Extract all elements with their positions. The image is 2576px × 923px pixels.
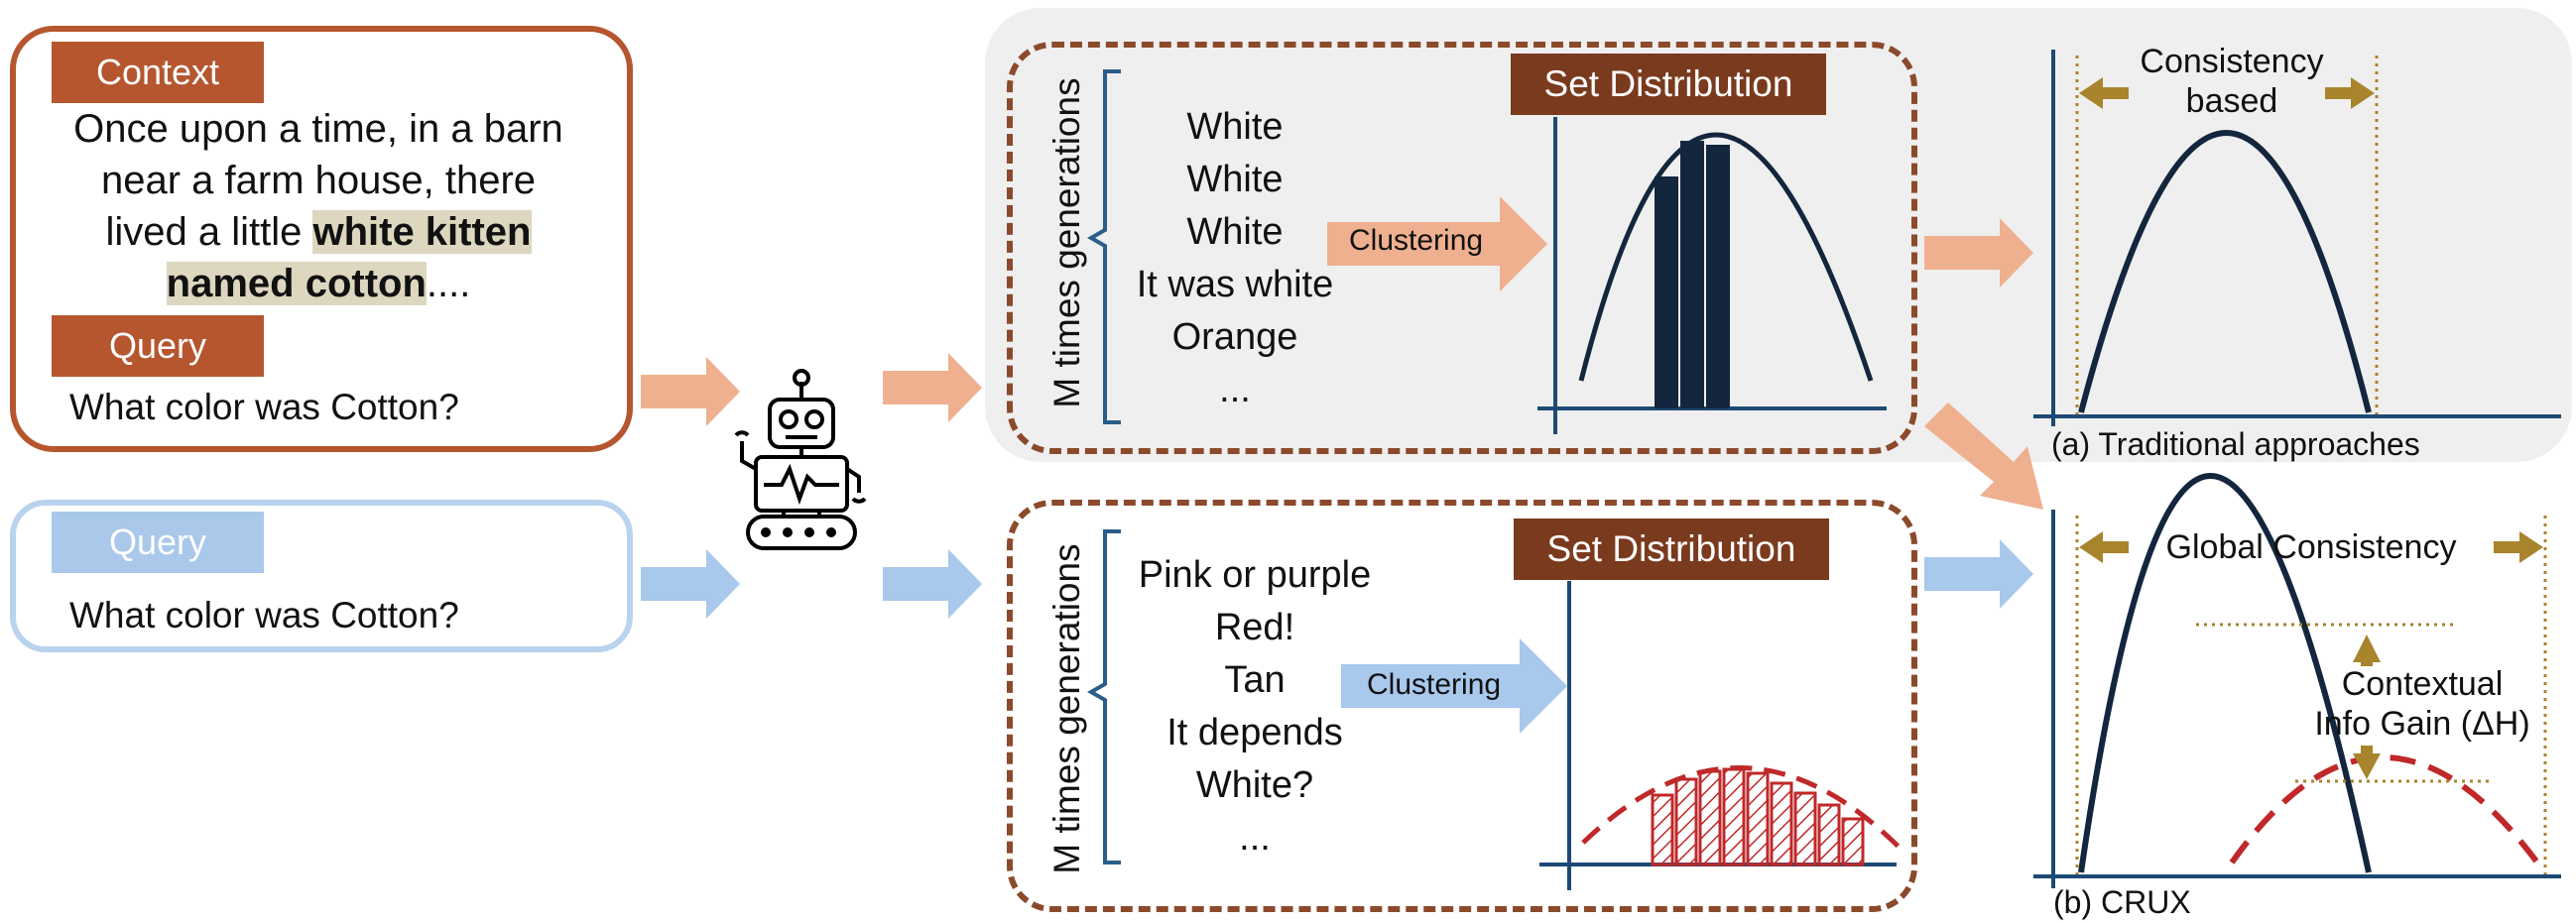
context-tail: ....: [426, 262, 471, 305]
top-to-traditional-arrow: [1924, 218, 2033, 288]
query-tag-alone: Query: [52, 512, 264, 573]
top-dist-bar: [1655, 176, 1678, 408]
bottom-clustering-label: Clustering: [1367, 668, 1502, 701]
bottom-to-crux-arrow: [1924, 539, 2033, 609]
context-line-1: Once upon a time, in a barn: [73, 107, 563, 151]
list-item: It depends: [1166, 712, 1343, 753]
bottom-clustering-arrow: [1341, 638, 1567, 734]
top-set-distribution-label: Set Distribution: [1511, 54, 1826, 115]
query-only-box: [10, 500, 633, 652]
query-text-alone: What color was Cotton?: [69, 595, 459, 635]
trad-curve: [2078, 130, 2372, 413]
info-gain-line-1: Contextual: [2341, 665, 2504, 703]
traditional-caption: (a) Traditional approaches: [2051, 426, 2420, 462]
context-line-3: lived a little white kitten: [28, 206, 609, 258]
list-item: White: [1186, 106, 1284, 148]
crux-context-curve: [2078, 473, 2372, 873]
bottom-dist-curve: [1581, 765, 1902, 851]
list-item: White: [1186, 211, 1284, 253]
top-generation-list: White White White It was white Orange ..…: [1111, 101, 1359, 416]
bottom-generation-list: Pink or purple Red! Tan It depends White…: [1111, 549, 1399, 865]
context-highlight-1: white kitten: [312, 210, 532, 254]
robot-to-top-arrow: [883, 353, 982, 422]
query-arrow: [641, 549, 740, 619]
consistency-label-line-1: Consistency: [2140, 43, 2324, 80]
trad-right-arrow: [2325, 77, 2375, 109]
top-dist-bar: [1706, 145, 1730, 408]
context-line-3-text: lived a little: [105, 210, 313, 254]
list-item: White: [1186, 159, 1284, 200]
bottom-dist-bar: [1770, 781, 1793, 866]
crux-gain-up-arrow: [2353, 635, 2381, 666]
robot-icon: [734, 369, 867, 550]
crux-gain-down-arrow: [2353, 746, 2381, 779]
top-clustering-arrow: [1327, 196, 1547, 291]
bottom-dist-bar: [1793, 791, 1817, 866]
query-text-context: What color was Cotton?: [69, 387, 459, 427]
consistency-label-line-2: based: [2185, 82, 2278, 120]
top-to-crux-arrow: [1924, 403, 2043, 510]
bottom-dist-bar: [1698, 769, 1722, 866]
list-item: Pink or purple: [1138, 554, 1372, 596]
list-item: It was white: [1136, 264, 1334, 305]
robot-to-bottom-arrow: [883, 549, 982, 619]
list-item: White?: [1195, 764, 1314, 806]
query-tag-context: Query: [52, 315, 264, 377]
top-dist-bar: [1680, 141, 1704, 408]
list-item: Orange: [1171, 316, 1298, 358]
bottom-brace: [1086, 529, 1121, 865]
context-tag: Context: [52, 42, 264, 103]
context-line-4: named cotton....: [28, 258, 609, 309]
bottom-generation-box: [1007, 500, 1917, 912]
bottom-dist-bar: [1651, 793, 1674, 866]
top-brace: [1086, 69, 1121, 424]
list-item: Red!: [1214, 607, 1295, 648]
context-query-box: [10, 26, 633, 452]
top-generation-box: [1007, 42, 1917, 454]
context-line-2: near a farm house, there: [100, 159, 537, 202]
list-item: ...: [1219, 369, 1251, 410]
bottom-dist-bar: [1841, 817, 1865, 866]
top-clustering-label: Clustering: [1349, 224, 1484, 257]
crux-caption: (b) CRUX: [2053, 884, 2191, 920]
context-highlight-2: named cotton: [166, 262, 427, 305]
bottom-set-distribution-label: Set Distribution: [1514, 519, 1829, 580]
list-item: Tan: [1224, 659, 1286, 701]
global-consistency-label: Global Consistency: [2165, 528, 2457, 566]
bottom-dist-bar: [1746, 771, 1770, 866]
bottom-dist-bar: [1817, 803, 1841, 866]
bottom-dist-bar: [1674, 777, 1698, 866]
context-arrow: [641, 357, 740, 426]
list-item: ...: [1239, 817, 1271, 859]
trad-left-arrow: [2079, 77, 2129, 109]
info-gain-line-2: Info Gain (ΔH): [2314, 705, 2530, 743]
bottom-dist-bars: [1651, 767, 1865, 866]
crux-right-arrow: [2494, 531, 2543, 563]
crux-left-arrow: [2079, 531, 2129, 563]
crux-query-curve: [2229, 754, 2540, 865]
consistency-label: Consistency based: [2113, 42, 2351, 121]
context-text: Once upon a time, in a barn near a farm …: [28, 103, 609, 309]
bottom-dist-bar: [1722, 767, 1746, 866]
top-dist-curve: [1578, 132, 1874, 382]
contextual-info-gain-label: Contextual Info Gain (ΔH): [2293, 664, 2551, 744]
